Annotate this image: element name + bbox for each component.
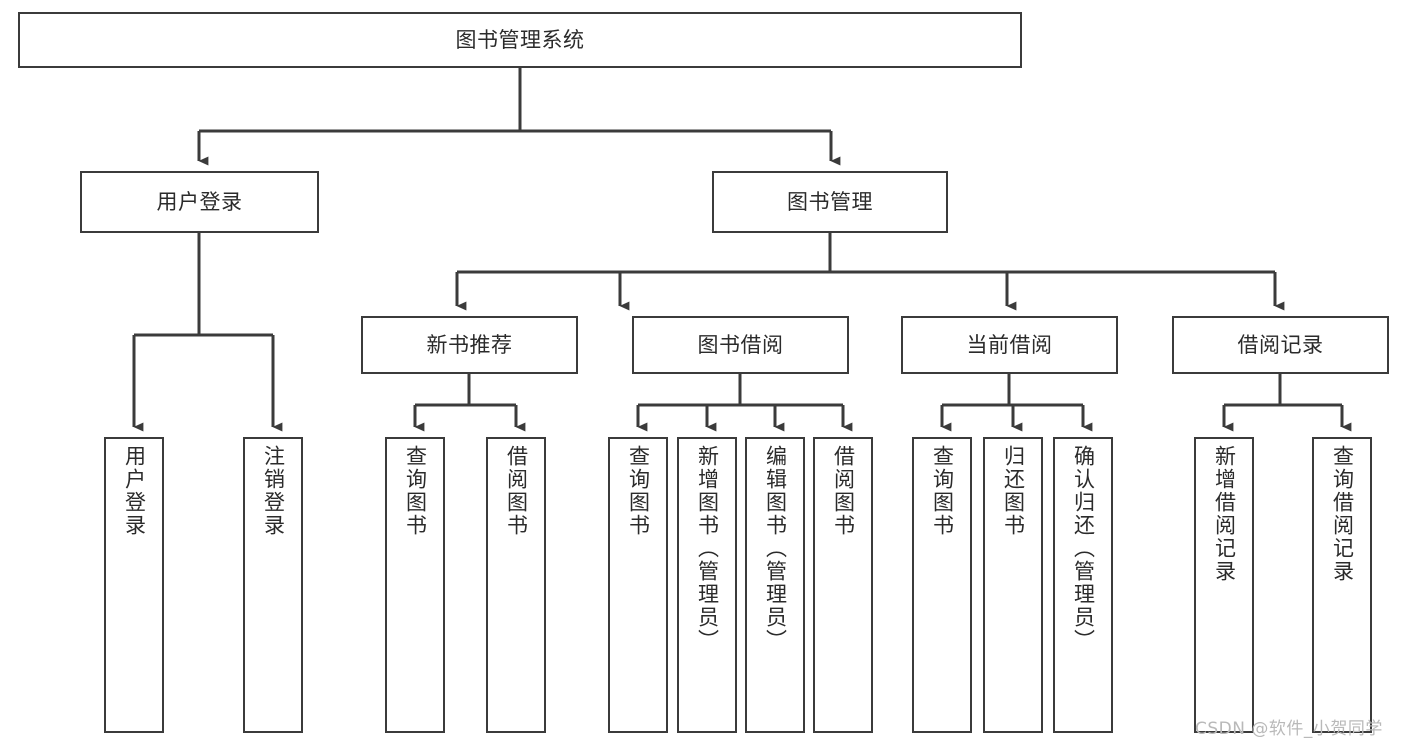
node-book-borrow[interactable]: 图书借阅 [632, 316, 849, 374]
node-leaf-user-login[interactable]: 用户登录 [104, 437, 164, 733]
node-book-borrow-label: 图书借阅 [697, 332, 784, 357]
node-current-borrow-label: 当前借阅 [966, 332, 1053, 357]
node-current-borrow[interactable]: 当前借阅 [901, 316, 1118, 374]
node-leaf-query-record[interactable]: 查询借阅记录 [1312, 437, 1372, 733]
csdn-watermark: CSDN @软件_小贺同学 [1195, 719, 1383, 739]
node-borrow-record-label: 借阅记录 [1237, 332, 1324, 357]
node-new-book-rec[interactable]: 新书推荐 [361, 316, 578, 374]
node-leaf-edit-book-label: 编辑图书（管理员） [763, 445, 788, 652]
node-root[interactable]: 图书管理系统 [18, 12, 1022, 68]
node-leaf-edit-book[interactable]: 编辑图书（管理员） [745, 437, 805, 733]
node-leaf-query-book-3-label: 查询图书 [930, 445, 955, 537]
node-new-book-rec-label: 新书推荐 [426, 332, 513, 357]
node-leaf-borrow-book-1-label: 借阅图书 [504, 445, 529, 537]
node-leaf-borrow-book-2-label: 借阅图书 [831, 445, 856, 537]
node-leaf-return-book[interactable]: 归还图书 [983, 437, 1043, 733]
node-leaf-confirm-return-label: 确认归还（管理员） [1071, 445, 1096, 652]
node-leaf-logout-label: 注销登录 [261, 445, 286, 537]
node-leaf-query-book-2[interactable]: 查询图书 [608, 437, 668, 733]
node-user-login-label: 用户登录 [156, 189, 243, 214]
node-user-login[interactable]: 用户登录 [80, 171, 319, 233]
node-book-manage[interactable]: 图书管理 [712, 171, 948, 233]
node-book-manage-label: 图书管理 [787, 189, 873, 214]
node-leaf-user-login-label: 用户登录 [122, 445, 147, 537]
node-leaf-query-record-label: 查询借阅记录 [1330, 445, 1355, 583]
node-leaf-query-book-1-label: 查询图书 [403, 445, 428, 537]
node-leaf-borrow-book-2[interactable]: 借阅图书 [813, 437, 873, 733]
node-leaf-add-book-label: 新增图书（管理员） [695, 445, 720, 652]
node-leaf-logout[interactable]: 注销登录 [243, 437, 303, 733]
node-borrow-record[interactable]: 借阅记录 [1172, 316, 1389, 374]
node-leaf-return-book-label: 归还图书 [1001, 445, 1026, 537]
node-leaf-add-record-label: 新增借阅记录 [1212, 445, 1237, 583]
node-leaf-add-book[interactable]: 新增图书（管理员） [677, 437, 737, 733]
node-leaf-borrow-book-1[interactable]: 借阅图书 [486, 437, 546, 733]
node-leaf-query-book-2-label: 查询图书 [626, 445, 651, 537]
node-leaf-query-book-1[interactable]: 查询图书 [385, 437, 445, 733]
node-leaf-query-book-3[interactable]: 查询图书 [912, 437, 972, 733]
node-root-label: 图书管理系统 [455, 27, 585, 52]
node-leaf-add-record[interactable]: 新增借阅记录 [1194, 437, 1254, 733]
node-leaf-confirm-return[interactable]: 确认归还（管理员） [1053, 437, 1113, 733]
